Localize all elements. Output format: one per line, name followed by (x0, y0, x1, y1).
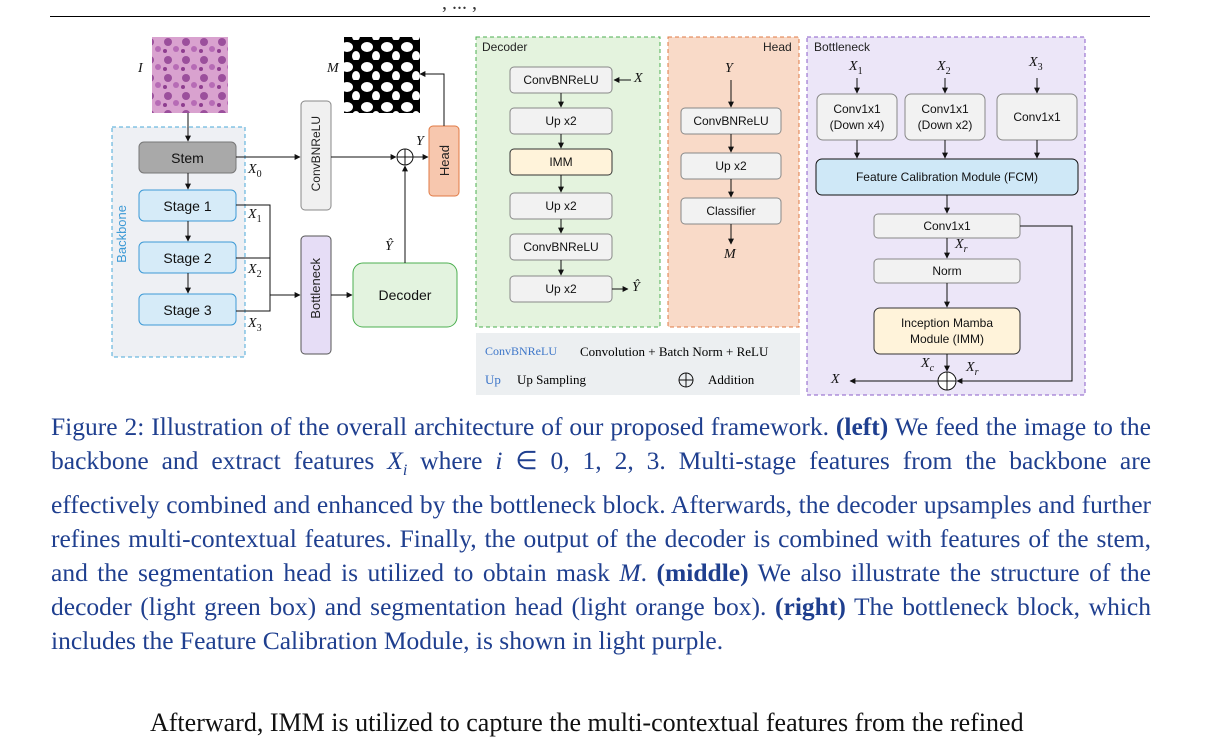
backbone-label: Backbone (114, 205, 129, 263)
architecture-figure (111, 36, 1086, 396)
caption-text-2: We feed the image to the backbone and ex… (51, 412, 1151, 475)
caption-math-xsub: i (402, 462, 408, 480)
caption-left: (left) (835, 412, 889, 441)
caption-middle: (middle) (656, 558, 749, 588)
caption-right: (right) (775, 592, 846, 622)
decoder-output-label: Ŷ (632, 280, 640, 295)
legend-box (476, 333, 800, 395)
bneck-xr-label: Xr (955, 237, 968, 255)
fcm-block: Feature Calibration Module (FCM) (855, 170, 1039, 184)
left-head-label: Head (437, 145, 452, 177)
stage1-label: Stage 1 (163, 197, 212, 214)
caption-text-5: . (640, 558, 657, 588)
head-output-label: M (724, 247, 736, 262)
bneck-xc-label: Xc (921, 356, 935, 374)
x1-label: X1 (248, 207, 262, 225)
mask-image-label: M (327, 61, 339, 76)
left-decoder-label: Decoder (378, 287, 432, 303)
bneck-xr2-label: Xr (966, 360, 979, 378)
imm-block: Inception Mamba Module (IMM) (900, 316, 994, 346)
bneck-output-label: X (831, 372, 840, 387)
head-block-3: Classifier (706, 204, 756, 218)
decoder-block-3: IMM (549, 155, 573, 169)
left-convbnrelu-label: ConvBNReLU (309, 116, 323, 192)
caption-text-6: We also illustrate the structure of the … (51, 558, 1151, 622)
next-paragraph-line: Afterward, IMM is utilized to capture th… (150, 708, 1024, 737)
caption-math-m: M (619, 558, 641, 588)
y-label: Y (416, 134, 424, 149)
x2-label: X2 (248, 262, 262, 280)
decoder-block-5: ConvBNReLU (523, 240, 599, 254)
stage2-label: Stage 2 (163, 249, 212, 266)
input-image (152, 37, 228, 113)
caption-text-7: The bottleneck block, which includes the… (51, 592, 1151, 656)
mask-image (344, 37, 420, 113)
head-input-label: Y (725, 61, 733, 76)
caption-text-1: Illustration of the overall architecture… (144, 412, 836, 441)
stem-label: Stem (171, 149, 204, 166)
legend-key-up: Up (485, 372, 501, 387)
bneck-input-x1: X1 (849, 59, 863, 77)
legend-value-addition: Addition (708, 372, 755, 387)
legend-value-convbnrelu: Convolution + Batch Norm + ReLU (580, 344, 769, 359)
x3-label: X3 (248, 316, 262, 334)
head-panel-title: Head (763, 40, 792, 54)
decoder-panel-title: Decoder (482, 40, 528, 54)
header-rule (50, 16, 1150, 17)
left-bottleneck-label: Bottleneck (308, 258, 323, 319)
bneck-conv-mid: Conv1x1 (923, 219, 971, 233)
head-panel (667, 36, 800, 328)
bneck-norm: Norm (932, 264, 962, 278)
caption-text-3: where (407, 446, 496, 475)
bneck-conv-plain: Conv1x1 (1013, 110, 1061, 124)
stage3-label: Stage 3 (163, 301, 212, 318)
head-block-2: Up x2 (715, 159, 747, 173)
legend-key-convbnrelu: ConvBNReLU (485, 344, 557, 358)
bneck-conv-down2: Conv1x1 (Down x2) (917, 102, 973, 132)
decoder-block-6: Up x2 (545, 282, 577, 296)
bneck-input-x3: X3 (1029, 55, 1043, 73)
header-fragment: , ... , (442, 0, 477, 14)
caption-text-4: ∈ 0, 1, 2, 3. Multi-stage features from … (51, 446, 1152, 588)
x0-label: X0 (248, 162, 262, 180)
bneck-input-x2: X2 (937, 59, 951, 77)
decoder-block-4: Up x2 (545, 199, 577, 213)
decoder-block-1: ConvBNReLU (523, 73, 599, 87)
stage3-block (138, 293, 237, 326)
left-convbnrelu-block (300, 100, 332, 211)
legend-value-up: Up Sampling (517, 372, 586, 387)
input-image-label: I (138, 61, 143, 76)
y-hat-label: Ŷ (385, 239, 393, 254)
decoder-input-label: X (634, 71, 643, 86)
caption-math-i: i (495, 446, 503, 475)
caption-math-x: X (387, 446, 403, 475)
bottleneck-panel-title: Bottleneck (814, 40, 871, 54)
decoder-block-2: Up x2 (545, 114, 577, 128)
figure-caption: Figure 2: Illustration of the overall ar… (51, 410, 1151, 658)
caption-label: Figure 2: (51, 412, 145, 441)
head-block-1: ConvBNReLU (693, 114, 769, 128)
bneck-conv-down4: Conv1x1 (Down x4) (829, 102, 885, 132)
